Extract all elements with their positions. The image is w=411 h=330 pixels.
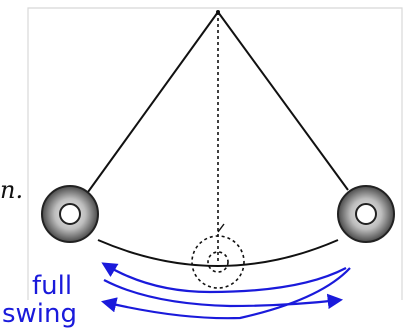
- pendulum-bob-icon: [41, 185, 99, 243]
- left-string: [87, 11, 219, 193]
- swing-arc: [97, 239, 339, 267]
- swing-arrow-lower: [103, 279, 344, 310]
- dashed-bob-outline-icon: [191, 223, 245, 289]
- swing-arrow-upper: [101, 262, 347, 294]
- label-full: full: [32, 271, 72, 301]
- stray-glyph: n.: [0, 176, 23, 204]
- right-string: [217, 11, 349, 191]
- swing-arrow-return: [101, 267, 351, 320]
- label-swing: swing: [2, 299, 77, 329]
- pendulum-bob-icon: [337, 185, 395, 243]
- figure-frame: [27, 7, 403, 300]
